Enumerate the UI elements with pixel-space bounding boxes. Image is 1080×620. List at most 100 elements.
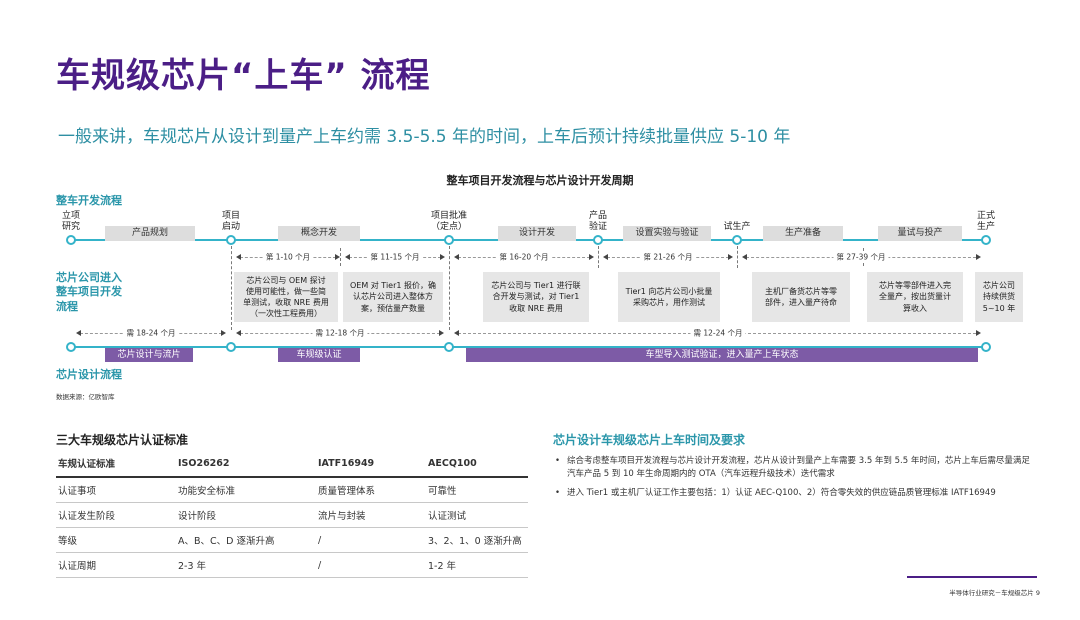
span-label: 需 18-24 个月	[123, 327, 179, 339]
table-cell: 流片与封装	[316, 502, 426, 528]
lane-label-vehicle: 整车开发流程	[56, 194, 122, 207]
arrow-left	[454, 254, 459, 260]
arrow-right	[439, 330, 444, 336]
table-header: IATF16949	[316, 450, 426, 478]
table-header: 车规认证标准	[56, 450, 176, 478]
span-label: 需 12-24 个月	[690, 327, 746, 339]
page-title: 车规级芯片“上车” 流程	[56, 56, 431, 96]
milestone-marker	[732, 235, 742, 245]
milestone-marker	[66, 235, 76, 245]
table-cell: 可靠性	[426, 477, 528, 503]
table-cell: 2-3 年	[176, 552, 316, 578]
span-label: 第 21-26 个月	[640, 251, 696, 263]
stage-description: Tier1 向芯片公司小批量 采购芯片，用作测试	[618, 272, 720, 322]
chip-timeline-line	[71, 346, 986, 348]
data-source: 数据来源：亿欧智库	[56, 393, 115, 401]
table-cell: 认证发生阶段	[56, 502, 176, 528]
table-header-row: 车规认证标准 ISO26262 IATF16949 AECQ100	[56, 450, 528, 478]
arrow-left	[236, 254, 241, 260]
arrow-right	[589, 254, 594, 260]
table-header: AECQ100	[426, 450, 528, 478]
milestone-guide-line	[737, 246, 738, 268]
phase-concept-development: 概念开发	[278, 226, 360, 241]
arrow-left	[76, 330, 81, 336]
span-label: 需 12-18 个月	[312, 327, 368, 339]
stage-description: 主机厂备货芯片等零 部件，进入量产待命	[752, 272, 850, 322]
phase-trial-launch: 量试与投产	[878, 226, 962, 241]
phase-test-validation: 设置实验与验证	[623, 226, 711, 241]
table-header: ISO26262	[176, 450, 316, 478]
milestone-guide-line	[449, 246, 450, 330]
span-label: 第 11-15 个月	[367, 251, 423, 263]
phase-product-planning: 产品规划	[105, 226, 195, 241]
page-footer: 半导体行业研究－车规级芯片 9	[949, 589, 1040, 597]
timing-title: 芯片设计车规级芯片上车时间及要求	[553, 433, 746, 447]
arrow-right	[976, 330, 981, 336]
milestone-marker	[593, 235, 603, 245]
arrow-right	[728, 254, 733, 260]
milestone-marker	[981, 342, 991, 352]
phase-production-prep: 生产准备	[763, 226, 843, 241]
bullet-item: 综合考虑整车项目开发流程与芯片设计开发流程，芯片从设计到量产上车需要 3.5 年…	[553, 455, 1033, 481]
table-cell: 3、2、1、0 逐渐升高	[426, 527, 528, 553]
table-cell: 质量管理体系	[316, 477, 426, 503]
span-divider	[340, 248, 341, 266]
bullet-item: 进入 Tier1 或主机厂认证工作主要包括：1）认证 AEC-Q100、2）符合…	[553, 487, 1033, 500]
arrow-left	[603, 254, 608, 260]
table-cell: /	[316, 552, 426, 578]
timing-bullet-list: 综合考虑整车项目开发流程与芯片设计开发流程，芯片从设计到量产上车需要 3.5 年…	[553, 455, 1033, 507]
table-cell: A、B、C、D 逐渐升高	[176, 527, 316, 553]
arrow-left	[236, 330, 241, 336]
phase-design-development: 设计开发	[498, 226, 576, 241]
table-cell: 功能安全标准	[176, 477, 316, 503]
stage-description: 芯片公司与 Tier1 进行联 合开发与测试，对 Tier1 收取 NRE 费用	[483, 272, 589, 322]
table-cell: 认证事项	[56, 477, 176, 503]
arrow-left	[454, 330, 459, 336]
arrow-right	[976, 254, 981, 260]
milestone-guide-line	[598, 246, 599, 268]
table-cell: 1-2 年	[426, 552, 528, 578]
page-subtitle: 一般来讲，车规芯片从设计到量产上车约需 3.5-5.5 年的时间，上车后预计持续…	[58, 127, 791, 147]
stage-description: 芯片公司 持续供货 5~10 年	[975, 272, 1023, 322]
footer-rule	[907, 576, 1037, 578]
lane-label-entry: 芯片公司进入 整车项目开发 流程	[56, 271, 122, 313]
span-label: 第 16-20 个月	[496, 251, 552, 263]
lane-label-chip-design: 芯片设计流程	[56, 368, 122, 381]
milestone-label: 试生产	[723, 222, 751, 232]
milestone-label: 项目 启动	[221, 211, 241, 233]
arrow-right	[335, 254, 340, 260]
stage-description: OEM 对 Tier1 报价，确 认芯片公司进入整体方 案，预估量产数量	[343, 272, 443, 322]
table-cell: /	[316, 527, 426, 553]
milestone-marker	[444, 235, 454, 245]
stage-description: 芯片公司与 OEM 探讨 使用可能性，做一些简 单测试，收取 NRE 费用 （一…	[234, 272, 338, 322]
table-row: 认证事项 功能安全标准 质量管理体系 可靠性	[56, 477, 528, 503]
milestone-marker	[66, 342, 76, 352]
milestone-label: 正式 生产	[976, 211, 996, 233]
chip-phase-vehicle-validation: 车型导入测试验证，进入量产上车状态	[466, 348, 978, 362]
table-row: 认证发生阶段 设计阶段 流片与封装 认证测试	[56, 502, 528, 528]
milestone-label: 项目批准 （定点）	[430, 211, 468, 233]
milestone-marker	[444, 342, 454, 352]
arrow-left	[742, 254, 747, 260]
arrow-right	[221, 330, 226, 336]
milestone-label: 立项 研究	[61, 211, 81, 233]
milestone-marker	[981, 235, 991, 245]
standards-table: 车规认证标准 ISO26262 IATF16949 AECQ100 认证事项 功…	[56, 450, 528, 578]
milestone-marker	[226, 342, 236, 352]
arrow-left	[345, 254, 350, 260]
table-row: 等级 A、B、C、D 逐渐升高 / 3、2、1、0 逐渐升高	[56, 527, 528, 553]
span-label: 第 27-39 个月	[833, 251, 889, 263]
table-cell: 认证周期	[56, 552, 176, 578]
stage-description: 芯片等零部件进入完 全量产，按出货量计 算收入	[867, 272, 963, 322]
diagram-title: 整车项目开发流程与芯片设计开发周期	[446, 174, 634, 187]
table-cell: 设计阶段	[176, 502, 316, 528]
chip-phase-design-tapeout: 芯片设计与流片	[105, 348, 193, 362]
standards-title: 三大车规级芯片认证标准	[56, 433, 189, 447]
table-cell: 等级	[56, 527, 176, 553]
milestone-guide-line	[231, 246, 232, 330]
table-cell: 认证测试	[426, 502, 528, 528]
table-row: 认证周期 2-3 年 / 1-2 年	[56, 552, 528, 578]
chip-phase-certification: 车规级认证	[278, 348, 360, 362]
span-label: 第 1-10 个月	[262, 251, 314, 263]
milestone-marker	[226, 235, 236, 245]
